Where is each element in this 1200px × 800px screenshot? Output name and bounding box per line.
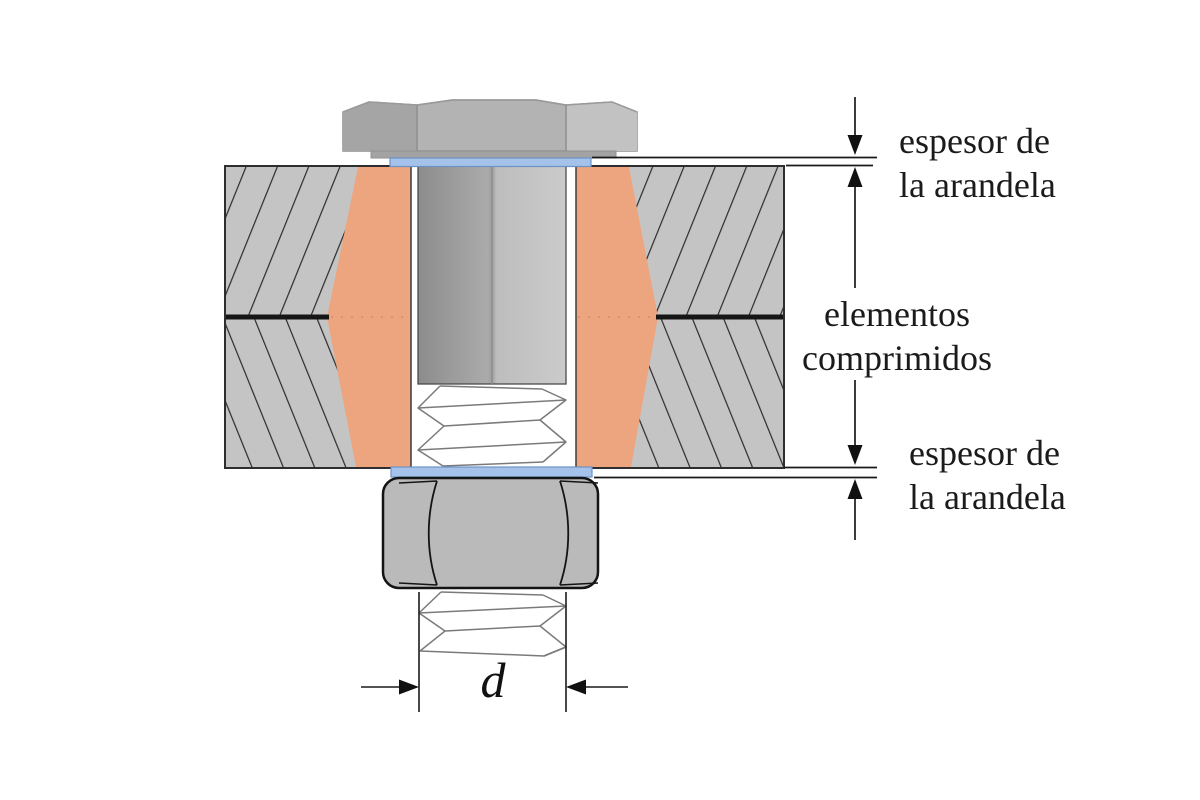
washer-bottom (390, 466, 593, 478)
bolt-threads-lower (418, 591, 567, 657)
label-line: espesor de (909, 433, 1060, 473)
pressure-cone-right (576, 167, 658, 467)
label-line: comprimidos (802, 338, 992, 378)
label-line: la arandela (909, 477, 1066, 517)
dim-washer-thickness-bottom (594, 466, 877, 540)
bolt-threads-upper (417, 385, 567, 467)
dim-bolt-diameter (361, 592, 628, 712)
bolt-shank (417, 165, 567, 385)
washer-top (389, 157, 592, 168)
label-washer-thickness-top: espesor de la arandela (899, 119, 1056, 207)
hex-nut (381, 476, 600, 590)
label-line: la arandela (899, 165, 1056, 205)
label-compressed-members: elementos comprimidos (790, 292, 1004, 380)
dim-compressed-members (847, 187, 863, 465)
dim-washer-thickness-top (592, 97, 877, 187)
bolt-head-collar (370, 150, 617, 159)
hex-bolt-head (342, 99, 638, 159)
label-line: elementos (824, 294, 970, 334)
label-line: espesor de (899, 121, 1050, 161)
pressure-cone-left (327, 167, 411, 467)
label-diameter-d: d (480, 652, 506, 708)
label-washer-thickness-bottom: espesor de la arandela (909, 431, 1066, 519)
